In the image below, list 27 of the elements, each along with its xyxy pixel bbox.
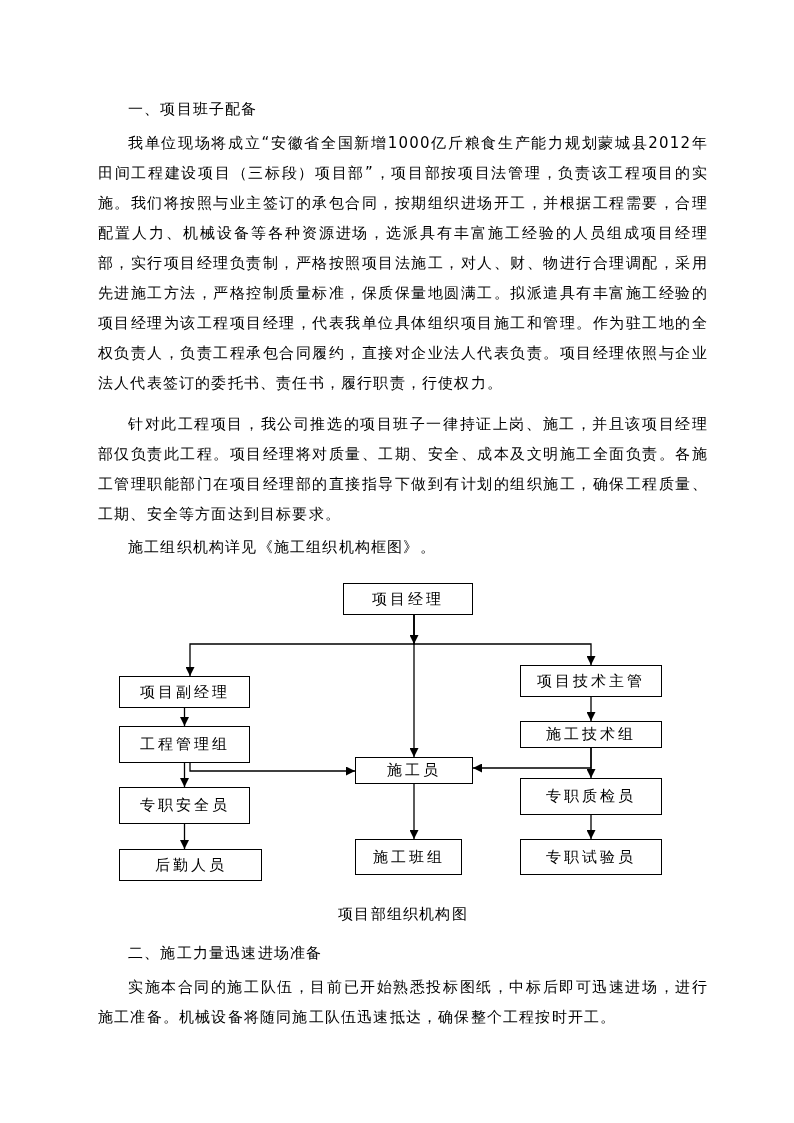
org-box: 后勤人员 [119, 849, 262, 881]
org-box: 项目经理 [343, 583, 473, 615]
org-box: 施工班组 [355, 839, 462, 875]
arrow [413, 614, 596, 666]
arrow [180, 762, 189, 788]
paragraph: 实施本合同的施工队伍，目前已开始熟悉投标图纸，中标后即可迅速进场，进行施工准备。机械设备将随同施工队伍迅速抵达，确保整个工程按时开工。 [98, 977, 708, 1028]
arrow [409, 783, 419, 840]
section-heading: 二、施工力量迅速进场准备 [127, 943, 324, 964]
arrow [586, 696, 596, 722]
org-box: 工程管理组 [119, 726, 250, 763]
arrow [586, 814, 596, 840]
paragraph: 针对此工程项目，我公司推选的项目班子一律持证上岗、施工，并且该项目经理部仅负责此工程。项目经理将对质量、工期、安全、成本及文明施工全面负责。各施工管理职能部门在项目经理部的直接指导下做到有计划的组织施工，确保工程质量、工期、安全等方面达到目标要求。 [98, 414, 708, 525]
arrow [180, 823, 189, 850]
figure-caption: 项目部组织机构图 [337, 905, 469, 924]
org-box: 施工技术组 [520, 721, 662, 748]
paragraph: 施工组织机构详见《施工组织机构框图》。 [127, 537, 437, 558]
org-box: 项目副经理 [119, 676, 250, 708]
org-box: 专职安全员 [119, 787, 250, 824]
org-box: 施工员 [355, 757, 473, 784]
paragraph: 我单位现场将成立“安徽省全国新增1000亿斤粮食生产能力规划蒙城县2012年田间工程建设项目（三标段）项目部”，项目部按项目法管理，负责该工程项目的实施。我们将按照与业主签订的承包合同，按期组织进场开工，并根据工程需要，合理配置人力、机械设备等各种资源进场，选派具有丰富施工经验的人员组成项目经理部，实行项目经理负责制，严格按照项目法施工，对人、财、物进行合理调配，采用先进施工方法，严格控制质量标准，保质保量地圆满工。拟派遣具有丰富施工经验的项目经理为该工程项目经理，代表我单位具体组织项目施工和管理。作为驻工地的全权负责人，负责工程承包合同履约，直接对企业法人代表负责。项目经理依照与企业法人代表签订的委托书、责任书，履行职责，行使权力。 [98, 133, 708, 394]
org-box: 专职试验员 [520, 839, 662, 875]
arrow [189, 762, 356, 776]
arrow [180, 707, 189, 727]
org-box: 专职质检员 [520, 778, 662, 815]
section-heading: 一、项目班子配备 [127, 99, 259, 120]
arrow [472, 747, 592, 773]
org-box: 项目技术主管 [520, 665, 662, 697]
